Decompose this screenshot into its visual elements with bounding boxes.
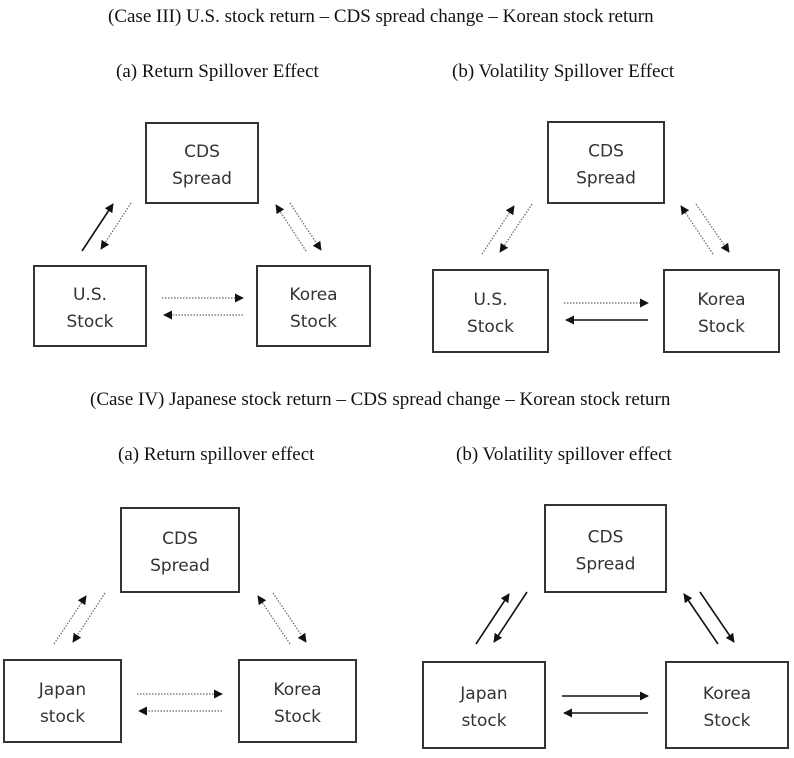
case4-b-arrow-cds-to-right-solid	[699, 591, 735, 643]
case3-b-node-left-label-2: Stock	[467, 317, 514, 337]
case3-a-node-cds-box	[145, 122, 259, 204]
case4-b-node-left-label-1: Japan	[459, 684, 507, 704]
case4-b-node-right-label-2: Stock	[703, 711, 750, 731]
case3-b-node-cds-box	[547, 121, 665, 204]
case3-a-node-left-label-2: Stock	[66, 312, 113, 332]
case4-a-node-right-box	[238, 659, 357, 743]
case4-a-arrow-left-to-cds-dotted	[53, 595, 87, 645]
case4-a-node-cds-label-2: Spread	[150, 556, 210, 576]
case3-a-arrow-right-to-cds-dotted	[275, 204, 307, 252]
case4-b-node-right-box	[665, 661, 789, 749]
case4-b-node-cds: CDS Spread	[544, 504, 667, 593]
case4-a-node-right-label-1: Korea	[273, 680, 321, 700]
case3-a-arrow-cds-to-left-dotted	[100, 202, 132, 250]
case3-b-node-cds-label-2: Spread	[576, 169, 636, 189]
case3-b-node-right-box	[663, 269, 780, 353]
case4-a-node-left-box	[3, 659, 122, 743]
case4-b-arrow-cds-to-left-solid	[493, 591, 528, 643]
case4-b-node-cds-box	[544, 504, 667, 593]
case4-a-arrow-cds-to-right-dotted	[272, 592, 307, 643]
case3-a-node-cds: CDS Spread	[145, 122, 259, 204]
case4-b-node-cds-label-1: CDS	[588, 528, 624, 548]
case4-b-arrow-left-to-cds-solid	[475, 593, 510, 645]
case3-a-arrow-left-to-cds-solid	[81, 203, 114, 252]
case4-b-node-left-label-2: stock	[461, 711, 506, 731]
case3-b-arrow-left-to-cds-dotted	[481, 205, 515, 255]
case3-a-node-left-box	[33, 265, 147, 347]
case4-a-subtitle: (a) Return spillover effect	[118, 444, 315, 465]
case3-b-node-cds-label-1: CDS	[588, 142, 624, 162]
case4-a-arrow-right-to-cds-dotted	[257, 595, 291, 645]
case4-b-arrow-right-to-cds-solid	[683, 593, 719, 645]
case4-a-node-left: Japan stock	[3, 659, 122, 743]
case4-b-node-left: Japan stock	[422, 661, 546, 749]
case3-a-node-right-label-1: Korea	[289, 285, 337, 305]
case4-b-node-cds-label-2: Spread	[576, 555, 636, 575]
case4-a-node-right-label-2: Stock	[274, 707, 321, 727]
case4-a-node-cds: CDS Spread	[120, 507, 240, 593]
case4-b-node-left-box	[422, 661, 546, 749]
case3-a-node-cds-label-1: CDS	[184, 142, 220, 162]
case4-a-node-cds-box	[120, 507, 240, 593]
case3-title: (Case III) U.S. stock return – CDS sprea…	[108, 6, 654, 27]
case3-a-node-left-label-1: U.S.	[73, 285, 107, 305]
case3-a-node-right-label-2: Stock	[290, 312, 337, 332]
case4-a-arrow-cds-to-left-dotted	[72, 592, 106, 643]
case3-a-arrow-cds-to-right-dotted	[289, 202, 322, 251]
case4-title: (Case IV) Japanese stock return – CDS sp…	[90, 389, 671, 410]
case3-b-node-right-label-2: Stock	[698, 317, 745, 337]
case3-b-arrow-cds-to-left-dotted	[499, 203, 533, 253]
case4-a-node-cds-label-1: CDS	[162, 529, 198, 549]
case3-a-node-left: U.S. Stock	[33, 265, 147, 347]
case4-a-node-left-label-1: Japan	[38, 680, 86, 700]
case3-b-arrow-cds-to-right-dotted	[695, 203, 730, 253]
case3-a-subtitle: (a) Return Spillover Effect	[116, 61, 319, 82]
case3-b-node-cds: CDS Spread	[547, 121, 665, 204]
case4-b-node-right-label-1: Korea	[703, 684, 751, 704]
case3-b-node-left-box	[432, 269, 549, 353]
case3-b-node-right-label-1: Korea	[697, 290, 745, 310]
case3-b-node-left: U.S. Stock	[432, 269, 549, 353]
case4-a-node-left-label-2: stock	[40, 707, 85, 727]
case3-b-subtitle: (b) Volatility Spillover Effect	[452, 61, 675, 82]
case3-b-node-left-label-1: U.S.	[473, 290, 507, 310]
case3-a-node-right-box	[256, 265, 371, 347]
case3-b-arrow-right-to-cds-dotted	[680, 205, 714, 255]
case3-a-node-cds-label-2: Spread	[172, 169, 232, 189]
case4-b-subtitle: (b) Volatility spillover effect	[456, 444, 672, 465]
